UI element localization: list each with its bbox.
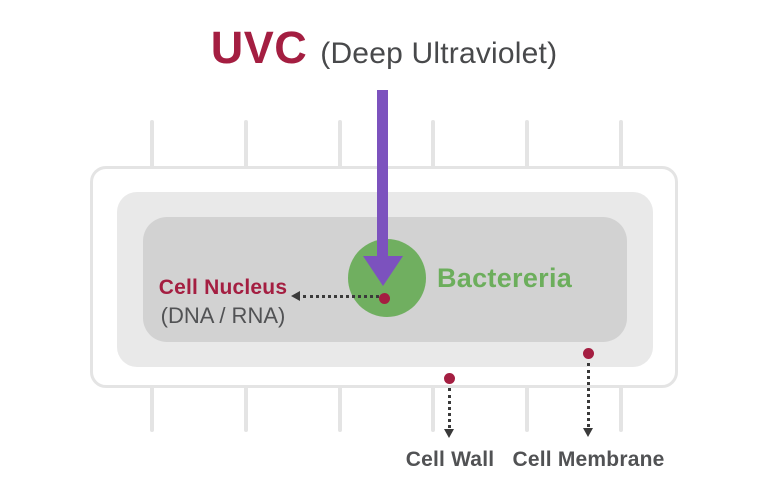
tick-mark (619, 120, 623, 168)
cell-wall-dot (444, 373, 455, 384)
tick-mark (525, 386, 529, 432)
uvc-arrow-shaft (377, 90, 388, 260)
title-uvc: UVC (210, 22, 308, 73)
nucleus-dot (379, 293, 390, 304)
cell-wall-pointer-line (448, 388, 451, 428)
down-arrowhead-icon (583, 428, 593, 437)
tick-mark (244, 386, 248, 432)
tick-mark (525, 120, 529, 168)
tick-mark (619, 386, 623, 432)
down-arrowhead-icon (444, 429, 454, 438)
tick-mark (431, 120, 435, 168)
title-subtitle: (Deep Ultraviolet) (320, 37, 558, 70)
cell-membrane-label: Cell Membrane (512, 448, 665, 471)
tick-mark (338, 120, 342, 168)
cell-nucleus-label: Cell Nucleus (158, 276, 288, 299)
bacteria-label: Bactereria (437, 263, 573, 293)
cell-membrane-dot (583, 348, 594, 359)
uvc-arrow-head (363, 256, 403, 286)
tick-mark (150, 386, 154, 432)
cell-membrane-pointer-line (587, 363, 590, 427)
dna-rna-label: (DNA / RNA) (160, 303, 286, 328)
tick-mark (150, 120, 154, 168)
cell-wall-label: Cell Wall (405, 448, 495, 471)
nucleus-label-block: Cell Nucleus (DNA / RNA) (133, 276, 313, 329)
nucleus-pointer-line (303, 295, 379, 298)
tick-mark (244, 120, 248, 168)
left-arrowhead-icon (291, 291, 300, 301)
tick-mark (338, 386, 342, 432)
tick-mark (431, 386, 435, 432)
page-title: UVC (Deep Ultraviolet) (0, 22, 768, 74)
